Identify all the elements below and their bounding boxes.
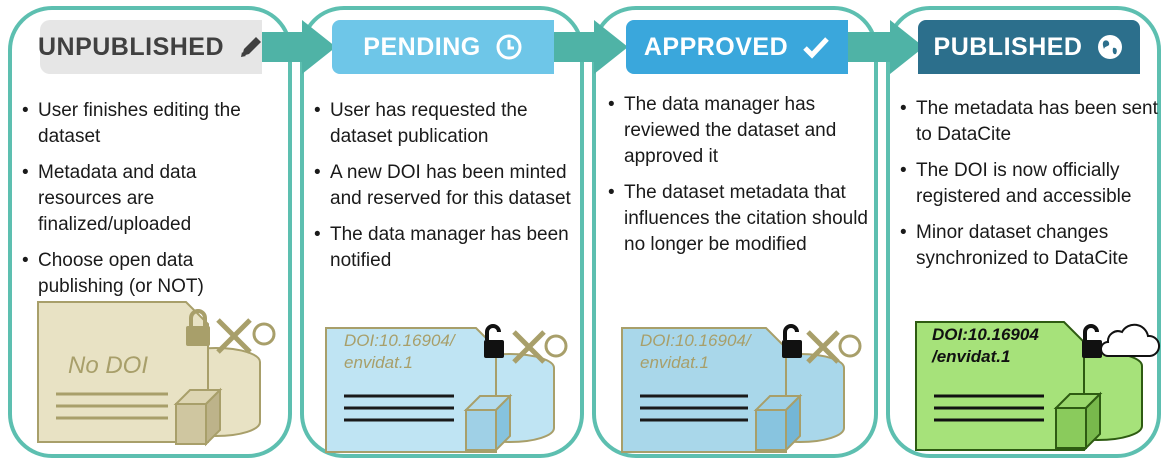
dataset-document-illustration	[37, 301, 276, 447]
doi-label: No DOI	[68, 352, 149, 379]
dataset-document-illustration	[915, 321, 1160, 451]
list-item: Choose open data publishing (or NOT)	[22, 248, 284, 300]
bullet-list-published: The metadata has been sent to DataCite T…	[900, 96, 1162, 282]
bullet-list-unpublished: User finishes editing the dataset Metada…	[22, 98, 284, 310]
arrow-right-icon	[258, 20, 336, 74]
bullet-list-approved: The data manager has reviewed the datase…	[608, 92, 870, 268]
stage-header-published: PUBLISHED	[918, 20, 1140, 74]
no-share-icon	[806, 330, 862, 364]
stage-title: APPROVED	[643, 32, 789, 61]
dataset-document-illustration	[621, 324, 862, 453]
no-share-icon	[512, 330, 568, 364]
pencil-icon	[238, 34, 264, 60]
bullet-list-pending: User has requested the dataset publicati…	[314, 98, 576, 284]
dataset-document-illustration	[325, 324, 568, 453]
list-item: User has requested the dataset publicati…	[314, 98, 576, 150]
list-item: Minor dataset changes synchronized to Da…	[900, 220, 1162, 272]
stage-header-approved: APPROVED	[626, 20, 848, 74]
list-item: The data manager has reviewed the datase…	[608, 92, 870, 170]
stage-header-pending: PENDING	[332, 20, 554, 74]
list-item: The DOI is now officially registered and…	[900, 158, 1162, 210]
stage-title: PENDING	[363, 32, 481, 61]
stage-title: PUBLISHED	[933, 32, 1083, 61]
check-icon	[802, 35, 830, 59]
stage-title: UNPUBLISHED	[37, 32, 225, 61]
doi-label: DOI:10.16904/envidat.1	[640, 331, 751, 372]
no-share-icon	[216, 318, 276, 354]
stage-header-unpublished: UNPUBLISHED	[37, 20, 264, 74]
cloud-icon	[1100, 323, 1160, 357]
list-item: User finishes editing the dataset	[22, 98, 284, 150]
list-item: The data manager has been notified	[314, 222, 576, 274]
clock-icon	[495, 33, 523, 61]
list-item: Metadata and data resources are finalize…	[22, 160, 284, 238]
arrow-right-icon	[550, 20, 628, 74]
list-item: The metadata has been sent to DataCite	[900, 96, 1162, 148]
list-item: A new DOI has been minted and reserved f…	[314, 160, 576, 212]
arrow-right-icon	[846, 20, 924, 74]
globe-icon	[1096, 33, 1124, 61]
list-item: The dataset metadata that influences the…	[608, 180, 870, 258]
doi-label: DOI:10.16904/envidat.1	[344, 331, 455, 372]
doi-label: DOI:10.16904/envidat.1	[932, 325, 1039, 366]
